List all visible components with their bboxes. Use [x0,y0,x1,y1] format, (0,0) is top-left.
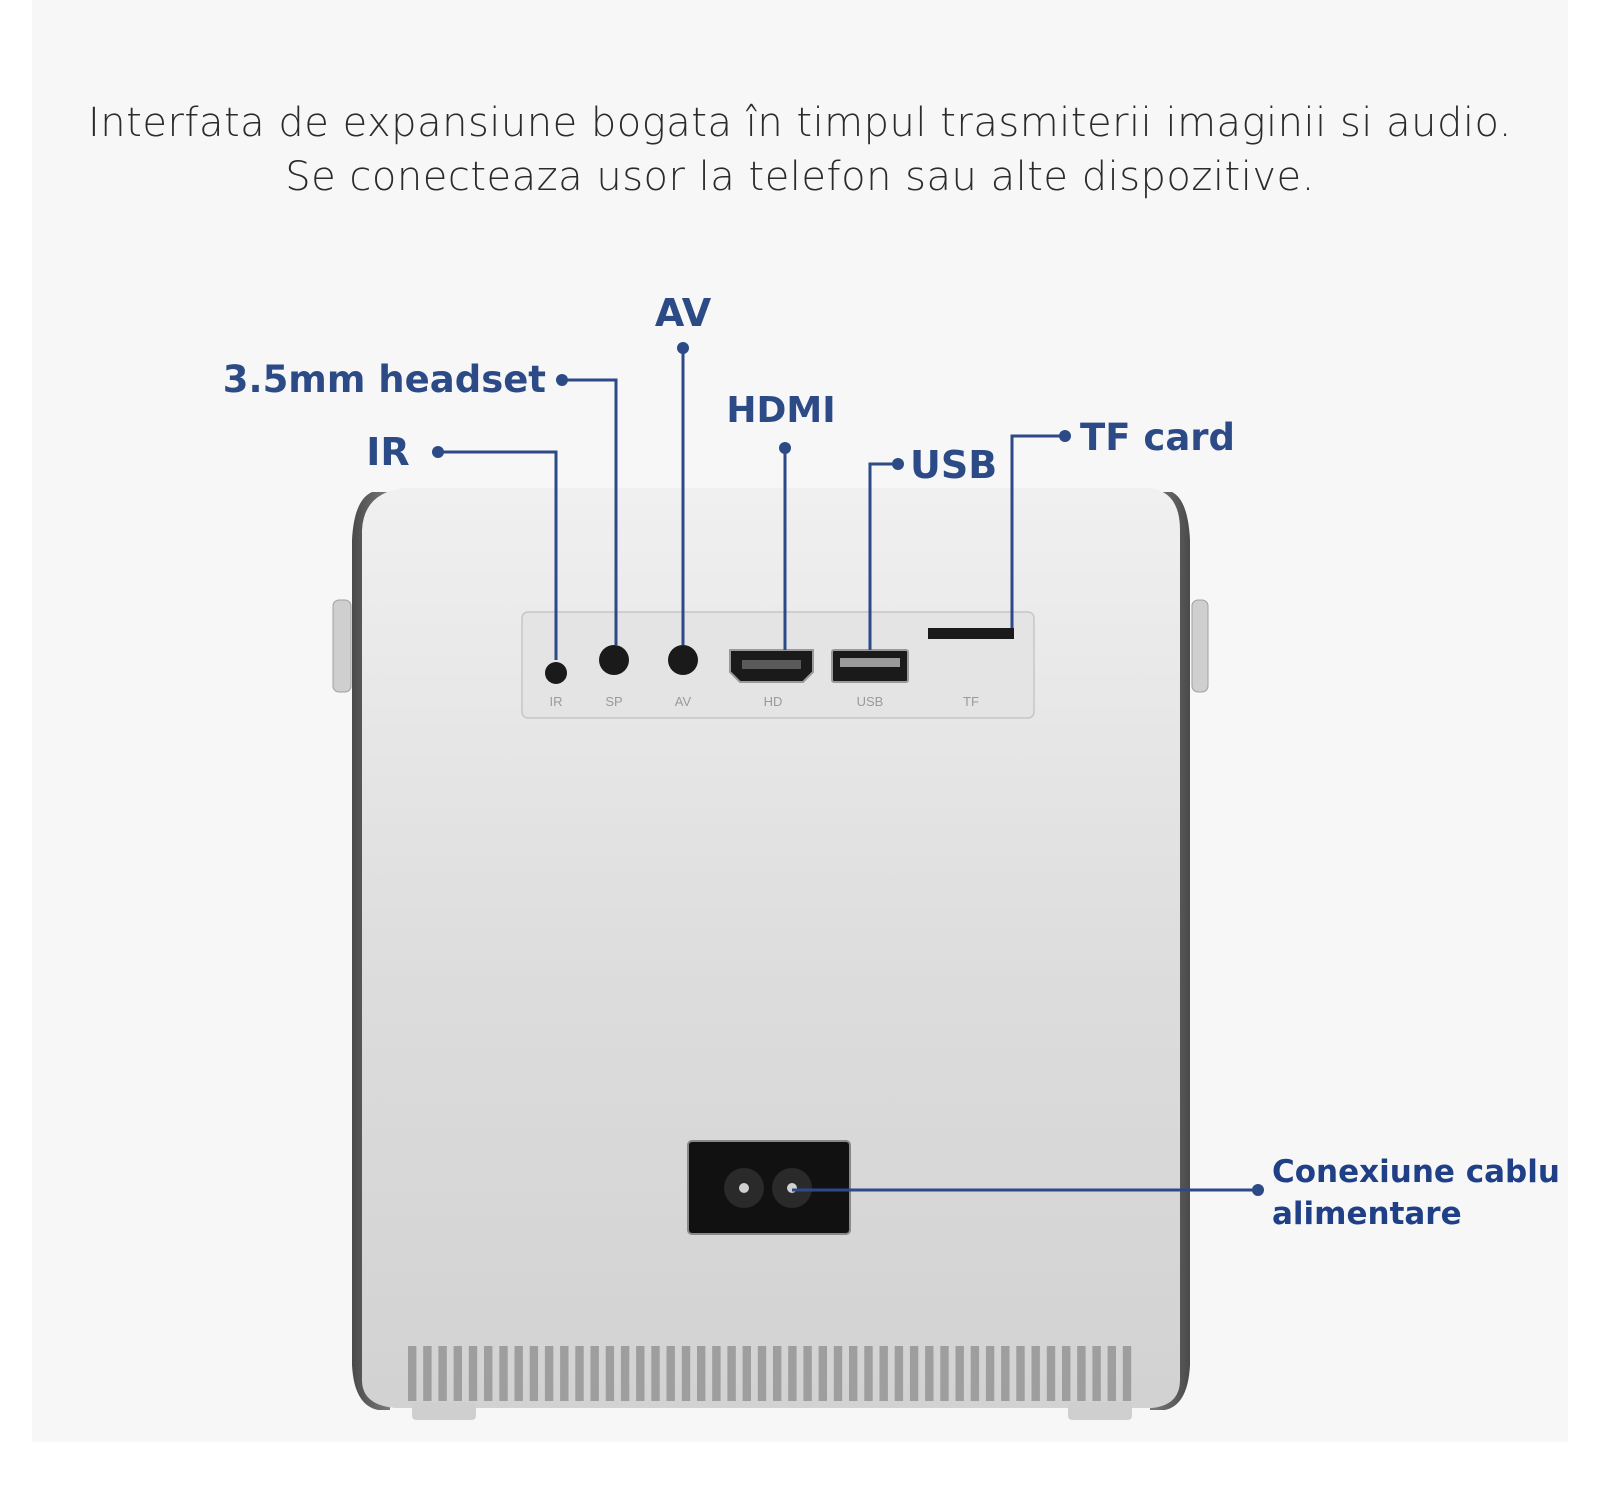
vent-slat [818,1346,827,1401]
callout-usb: USB [910,443,997,487]
heading-line-1: Interfata de expansiune bogata în timpul… [88,100,1512,146]
right-foot [1068,1402,1132,1420]
leader-dots [432,342,1264,1196]
callout-power-line-2: alimentare [1272,1196,1462,1232]
vent-slat [833,1346,843,1401]
vent-slat [970,1346,980,1401]
leader-dot-av [677,342,689,354]
av-port [668,645,698,675]
vent-slat [1046,1346,1056,1401]
vent-slat [697,1346,706,1401]
right-handle [1191,599,1209,693]
vent-slat [1062,1346,1071,1401]
leader-line-ir [438,450,558,660]
vent-slat [1107,1346,1116,1401]
vent-slat [925,1346,934,1401]
vent-slat [514,1346,523,1401]
vent-slat [438,1346,447,1401]
vent-slat [803,1346,812,1401]
leader-line-tf [1010,434,1065,628]
port-label-av: AV [675,694,692,709]
leader-line-usb [868,462,898,650]
callout-headset: 3.5mm headset [223,358,546,401]
vent-slat [544,1346,554,1401]
ir-port [545,662,567,684]
port-label-tf: TF [963,694,979,709]
vent-slat [864,1346,873,1401]
vent-slat [499,1346,508,1401]
vent-slat [985,1346,995,1401]
leader-lines [438,348,1258,1192]
callout-power-line-1: Conexiune cablu [1272,1154,1560,1190]
leader-dot-hdmi [779,442,791,454]
leader-line-headset [562,378,618,645]
leader-dot-tf [1059,430,1071,442]
vent-slat [1092,1346,1101,1401]
heading-line-2: Se conecteaza usor la telefon sau alte d… [285,154,1315,200]
vent-slat [1031,1346,1040,1401]
vent-slat [605,1346,615,1401]
callout-av: AV [655,291,712,335]
vent-slat [620,1346,630,1401]
leader-dot-power [1252,1184,1264,1196]
port-label-sp: SP [605,694,622,709]
port-label-usb: USB [857,694,884,709]
vent-slat [651,1346,660,1401]
vent-slat [423,1346,432,1401]
sp-port [599,645,629,675]
vent-slat [849,1346,858,1401]
leader-dot-ir [432,446,444,458]
vent-slat [666,1346,675,1401]
leader-dot-usb [892,458,904,470]
vent-slat [788,1346,797,1401]
vent-slat [879,1346,888,1401]
vent-slat [560,1346,569,1401]
page-heading: Interfata de expansiune bogata în timpul… [32,96,1568,204]
power-pin-left-dot [739,1183,749,1193]
vent-slat [727,1346,736,1401]
vent-slat [712,1346,721,1401]
callout-hdmi: HDMI [726,390,835,431]
vent-slat [408,1346,417,1401]
vent-slat [1077,1346,1086,1401]
vent-slat [894,1346,904,1401]
vent-slat [468,1346,478,1401]
vent-slat [940,1346,949,1401]
left-handle [332,599,352,693]
vent-slat [1001,1346,1010,1401]
left-foot [412,1402,476,1420]
vent-slat [681,1346,691,1401]
vent-slat [484,1346,493,1401]
vent-slat [1122,1346,1132,1401]
usb-port-tongue [840,658,900,667]
callout-ir: IR [366,430,409,474]
vent-slat [773,1346,782,1401]
vent-slat [590,1346,599,1401]
vent-slat [757,1346,767,1401]
port-label-ir: IR [550,694,563,709]
vent-slat [453,1346,462,1401]
leader-dot-headset [556,374,568,386]
vent-slat [1016,1346,1025,1401]
vent-slat [529,1346,539,1401]
power-socket [687,1140,851,1235]
hdmi-port-inner [742,660,801,669]
callout-tf-card: TF card [1080,416,1235,459]
vent-slat [575,1346,584,1401]
port-label-hd: HD [764,694,783,709]
tf-slot [928,628,1014,639]
vent-slat [909,1346,919,1401]
vent-slat [955,1346,964,1401]
vent-grille [408,1346,1132,1401]
vent-slat [636,1346,645,1401]
vent-slat [742,1346,751,1401]
